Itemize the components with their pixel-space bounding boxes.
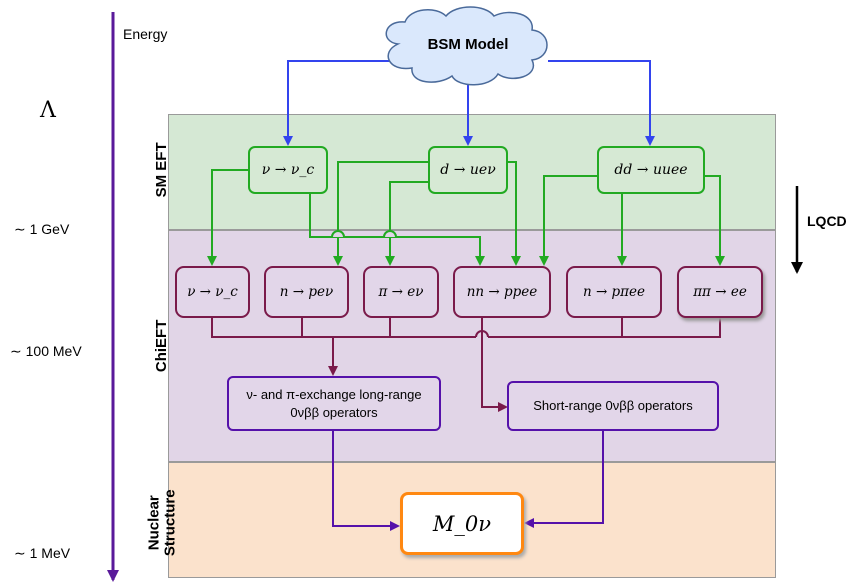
maroon-collector-right	[488, 318, 721, 338]
scale-1gev: ∼ 1 GeV	[14, 221, 70, 237]
short-range-label: Short-range 0νββ operators	[533, 398, 693, 414]
chieft-node-n-ppiee-label: n → pπee	[582, 284, 646, 300]
matrix-element-box[interactable]: M_0ν	[400, 492, 524, 555]
chieft-node-n-penu-label: n → peν	[279, 284, 334, 300]
chieft-node-nu-nuc-label: ν → ν_c	[187, 284, 238, 300]
smeft-node-dd-uuee-label: dd → uuee	[614, 162, 688, 178]
lqcd-label: LQCD	[807, 213, 847, 229]
chieft-node-pipi-ee-label: ππ → ee	[693, 284, 747, 300]
smeft-node-nu-nuc-label: ν → ν_c	[261, 162, 315, 178]
chieft-node-nn-ppee[interactable]: nn → ppee	[453, 266, 551, 318]
green-nu-to-nn	[309, 194, 485, 266]
chieft-node-pi-enu-label: π → eν	[378, 284, 424, 300]
purple-short-to-m	[524, 431, 604, 528]
green-d-to-pi	[385, 181, 428, 266]
green-d-to-nn	[505, 161, 521, 266]
smeft-node-dd-uuee[interactable]: dd → uuee	[597, 146, 705, 194]
green-hop-1	[331, 230, 345, 238]
bsm-cloud-shape	[385, 6, 548, 86]
smeft-node-d-uenu-label: d → ueν	[440, 162, 496, 178]
green-d-to-np	[337, 161, 428, 230]
green-hop-2	[383, 230, 397, 238]
bsm-to-nu-arrow	[283, 60, 390, 146]
chieft-node-nu-nuc[interactable]: ν → ν_c	[175, 266, 250, 318]
green-nu-to-nu	[207, 169, 248, 266]
chieft-node-nn-ppee-label: nn → ppee	[466, 284, 538, 300]
smeft-node-d-uenu[interactable]: d → ueν	[428, 146, 508, 194]
energy-axis-label: Energy	[123, 26, 168, 42]
chieft-node-pi-enu[interactable]: π → eν	[363, 266, 439, 318]
green-dd-to-nn	[539, 175, 597, 266]
green-dd-to-pipi	[705, 175, 725, 266]
scale-1mev: ∼ 1 MeV	[14, 545, 71, 561]
bsm-to-dd-arrow	[548, 60, 655, 146]
short-range-operators-box[interactable]: Short-range 0νββ operators	[507, 381, 719, 431]
smeft-node-nu-nuc[interactable]: ν → ν_c	[248, 146, 328, 194]
long-range-operators-box[interactable]: ν- and π-exchange long-range 0νββ operat…	[227, 376, 441, 431]
purple-long-to-m	[332, 431, 400, 531]
scale-100mev: ∼ 100 MeV	[10, 343, 82, 359]
scale-lambda: Λ	[40, 98, 56, 123]
maroon-to-short-range	[481, 318, 508, 412]
matrix-element-label: M_0ν	[432, 511, 492, 536]
long-range-line2: 0νββ operators	[290, 404, 378, 420]
chieft-node-n-ppiee[interactable]: n → pπee	[566, 266, 662, 318]
chieft-node-pipi-ee[interactable]: ππ → ee	[677, 266, 763, 318]
bsm-model-label: BSM Model	[427, 36, 509, 53]
maroon-collector	[211, 318, 476, 338]
chieft-node-n-penu[interactable]: n → peν	[264, 266, 349, 318]
long-range-line1: ν- and π-exchange long-range	[246, 386, 422, 402]
